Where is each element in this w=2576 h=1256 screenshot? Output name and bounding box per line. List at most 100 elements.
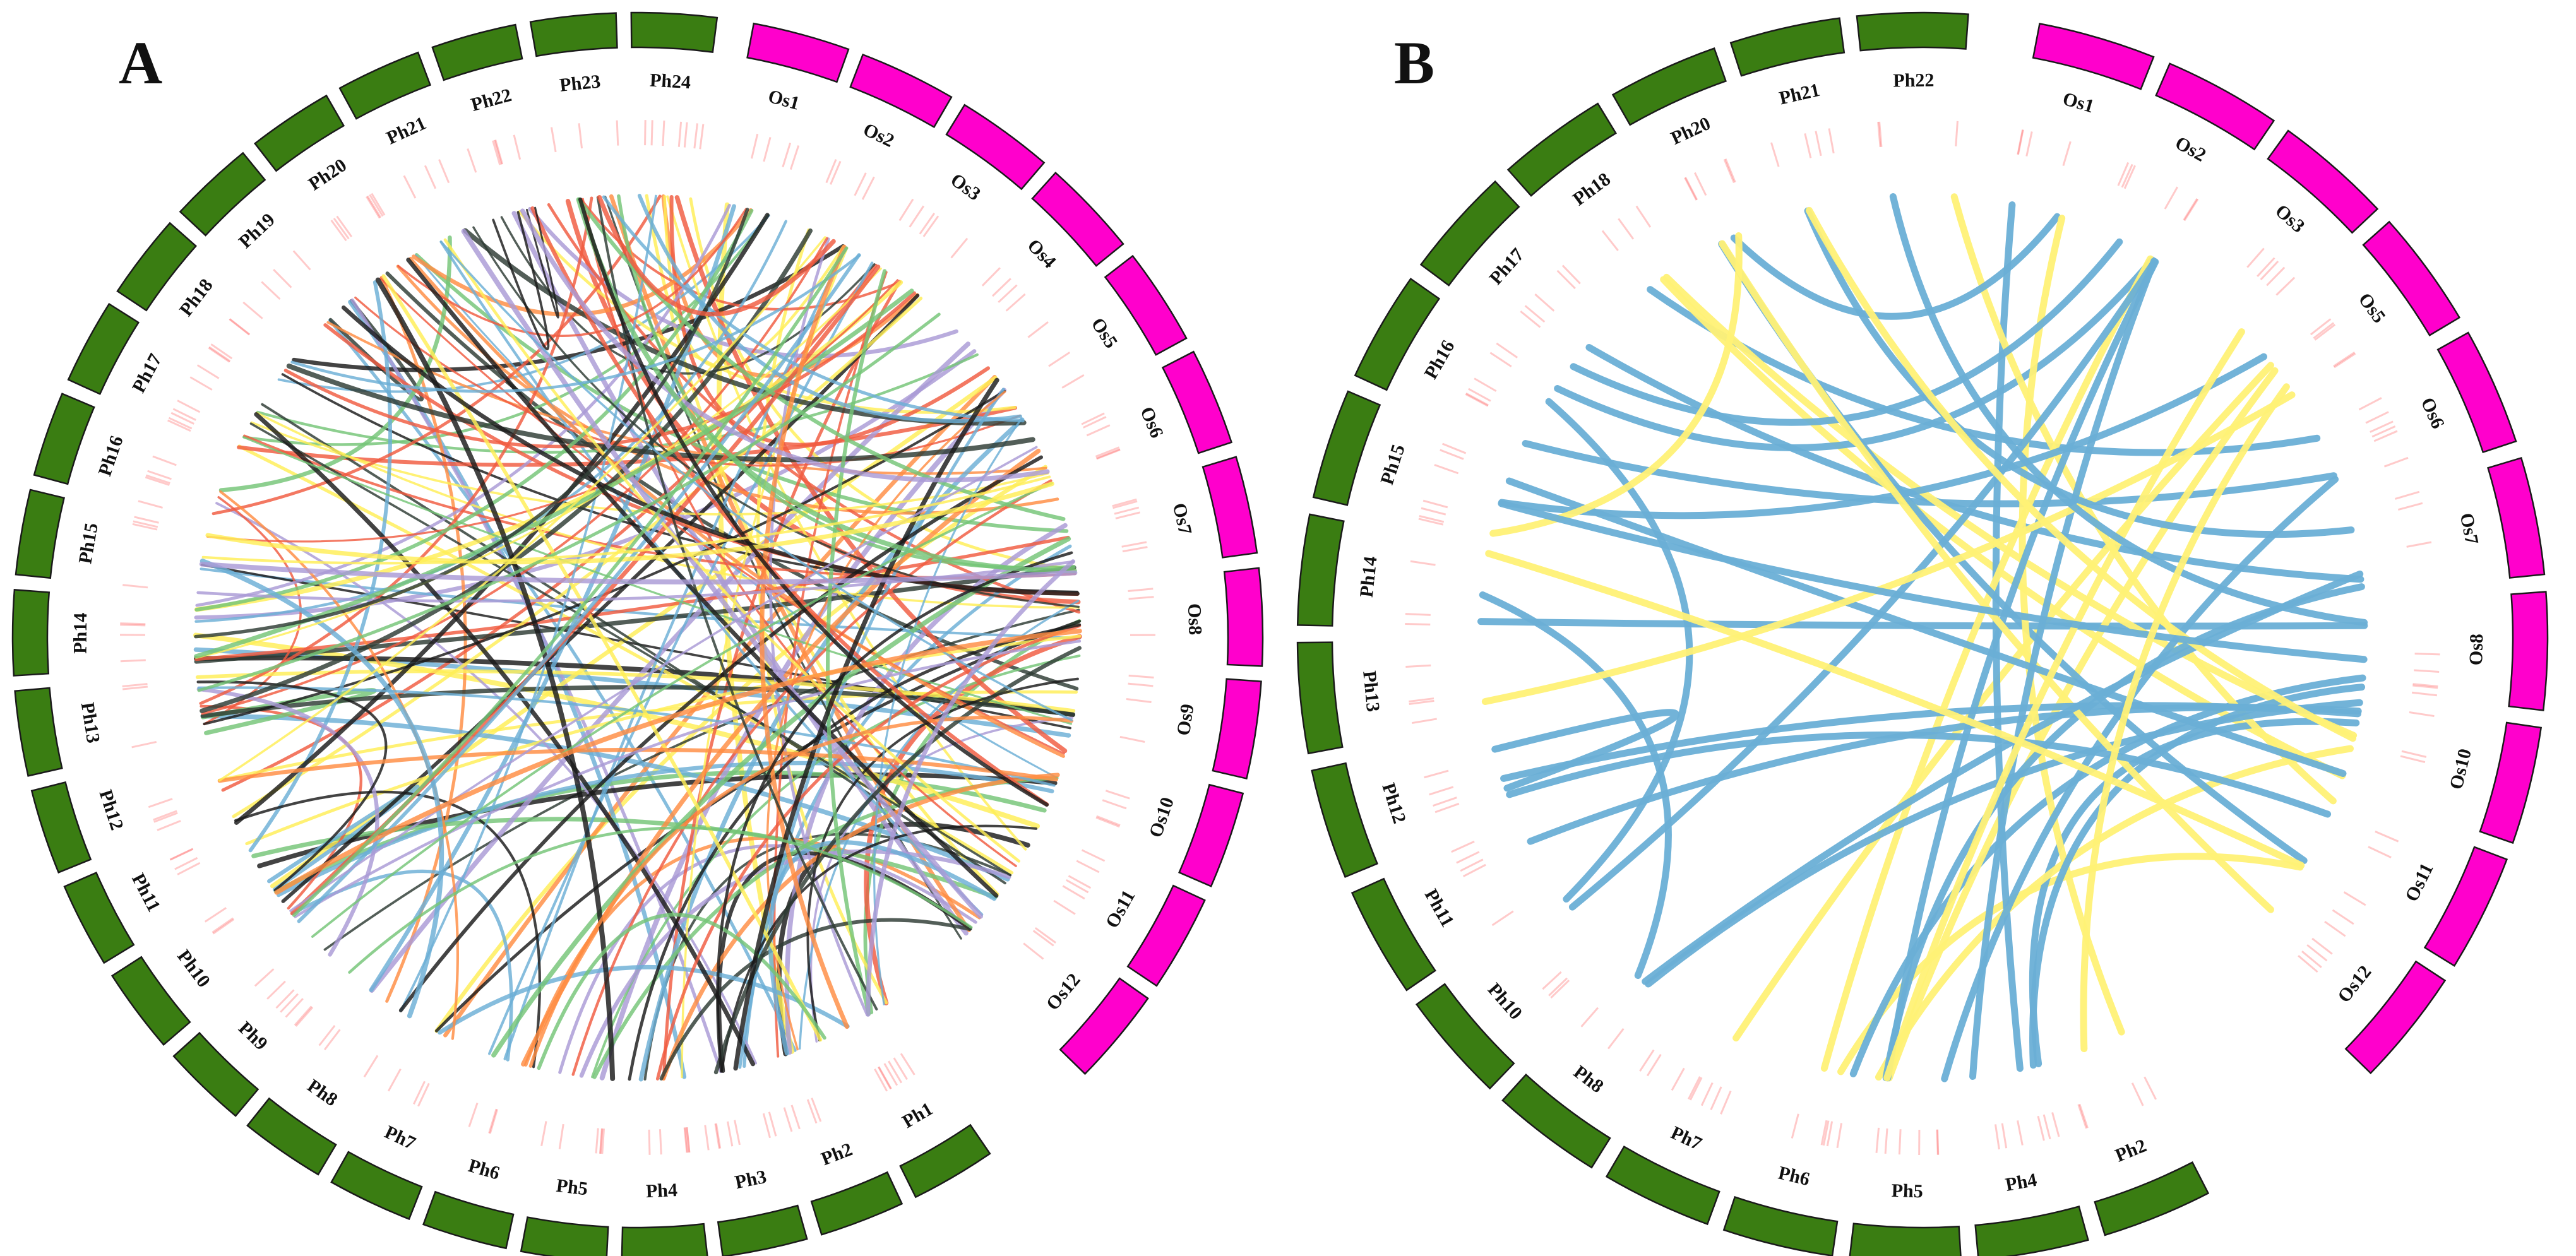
gene-tick	[1688, 1076, 1701, 1100]
gene-tick	[1128, 596, 1154, 600]
gene-tick	[254, 968, 275, 987]
gene-tick	[751, 133, 759, 159]
gene-tick	[318, 1025, 336, 1046]
chromosome-os3: Os3	[945, 104, 1046, 204]
gene-tick	[1119, 735, 1145, 743]
gene-tick	[1442, 442, 1467, 454]
chromosome-label: Os9	[1173, 702, 1198, 737]
chromosome-os8: Os8	[2466, 591, 2549, 711]
chromosome-ph8: Ph8	[246, 1075, 342, 1176]
gene-tick	[333, 218, 350, 240]
gene-tick	[1724, 158, 1736, 183]
gene-tick	[2117, 162, 2130, 186]
gene-tick	[898, 198, 914, 222]
chromosome-ph20: Ph20	[1611, 47, 1727, 149]
gene-tick	[768, 1111, 777, 1137]
chromosome-ph8: Ph8	[1501, 1062, 1611, 1169]
gene-tick	[1032, 930, 1054, 947]
chromosome-label: Os5	[1087, 314, 1122, 352]
gene-tick	[2397, 502, 2423, 511]
chromosome-block	[746, 22, 850, 83]
synteny-link	[1481, 391, 2296, 705]
synteny-link	[576, 197, 1077, 574]
synteny-link	[194, 208, 754, 612]
gene-tick	[208, 346, 231, 362]
chromosome-label: Ph2	[818, 1139, 856, 1170]
chromosome-block	[1161, 350, 1233, 454]
gene-tick	[1081, 849, 1106, 862]
gene-tick	[242, 301, 263, 319]
gene-tick	[2310, 318, 2332, 336]
gene-tick	[1086, 424, 1111, 437]
chromosome-ph7: Ph7	[330, 1122, 423, 1221]
gene-tick	[336, 215, 353, 237]
synteny-link	[194, 280, 903, 612]
chromosome-ph18: Ph18	[1506, 102, 1617, 210]
synteny-link	[281, 293, 920, 903]
gene-tick	[998, 284, 1018, 304]
synteny-link	[864, 634, 1082, 1005]
chromosome-label: Ph16	[1420, 336, 1458, 382]
synteny-link	[290, 254, 861, 393]
chromosome-os5: Os5	[1087, 254, 1188, 356]
gene-tick	[468, 1103, 479, 1127]
chromosome-ph5: Ph5	[1849, 1180, 1962, 1256]
synteny-links-B	[1477, 193, 2368, 1082]
chromosome-ph3: Ph3	[717, 1166, 808, 1256]
chromosome-block	[1729, 17, 1846, 77]
chromosome-block	[1856, 11, 1969, 52]
chromosome-os12: Os12	[1042, 969, 1149, 1075]
chromosome-block	[849, 53, 953, 129]
chromosome-block	[67, 302, 140, 395]
gene-tick	[2343, 891, 2366, 906]
synteny-link	[1642, 570, 2364, 985]
gene-tick	[1405, 613, 1431, 616]
chromosome-label: Ph18	[1569, 169, 1614, 210]
chromosome-block	[14, 687, 63, 777]
gene-tick	[919, 213, 936, 235]
gene-tick	[366, 196, 381, 219]
chromosome-label: Ph24	[649, 70, 691, 93]
chromosome-label: Ph14	[1356, 555, 1381, 598]
chromosome-label: Ph7	[381, 1122, 419, 1154]
chromosome-block	[810, 1171, 903, 1236]
gene-tick	[1096, 448, 1121, 459]
chromosome-ph4: Ph4	[621, 1180, 708, 1256]
gene-tick	[275, 989, 295, 1009]
chromosome-block	[1419, 180, 1520, 287]
synteny-link	[863, 619, 1082, 1014]
chromosome-block	[1974, 1206, 2089, 1256]
gene-tick	[1822, 1120, 1830, 1146]
chromosome-ph12: Ph12	[1311, 762, 1410, 879]
synteny-link	[733, 377, 999, 1071]
chromosome-block	[422, 1190, 515, 1250]
synteny-link	[825, 269, 887, 1016]
gene-tick	[2334, 352, 2356, 369]
synteny-link	[760, 244, 849, 1029]
chromosome-ph22: Ph22	[1856, 11, 1969, 92]
synteny-link	[1884, 258, 2159, 1082]
gene-tick	[1884, 1128, 1888, 1154]
gene-tick	[1936, 1129, 1939, 1155]
synteny-link	[289, 446, 1038, 912]
synteny-link	[234, 790, 542, 1069]
gene-tick	[599, 1128, 603, 1154]
synteny-link	[491, 536, 1071, 1058]
synteny-link	[1570, 238, 2123, 426]
synteny-link	[201, 475, 1051, 565]
chromosome-ph18: Ph18	[116, 222, 217, 320]
chromosome-ph5: Ph5	[520, 1175, 609, 1256]
gene-tick	[1524, 305, 1546, 323]
synteny-link	[661, 773, 1060, 1081]
chromosome-ph1: Ph1	[898, 1098, 991, 1199]
gene-tick	[727, 1121, 734, 1147]
synteny-link	[232, 296, 923, 819]
gene-tick	[2375, 831, 2399, 843]
gene-tick	[550, 127, 557, 153]
gene-tick	[1440, 449, 1464, 460]
chromosome-ph2: Ph2	[2094, 1135, 2210, 1236]
gene-tick	[1095, 446, 1120, 458]
gene-tick	[1434, 464, 1459, 475]
chromosome-block	[1212, 678, 1262, 780]
synteny-link	[438, 964, 850, 1035]
